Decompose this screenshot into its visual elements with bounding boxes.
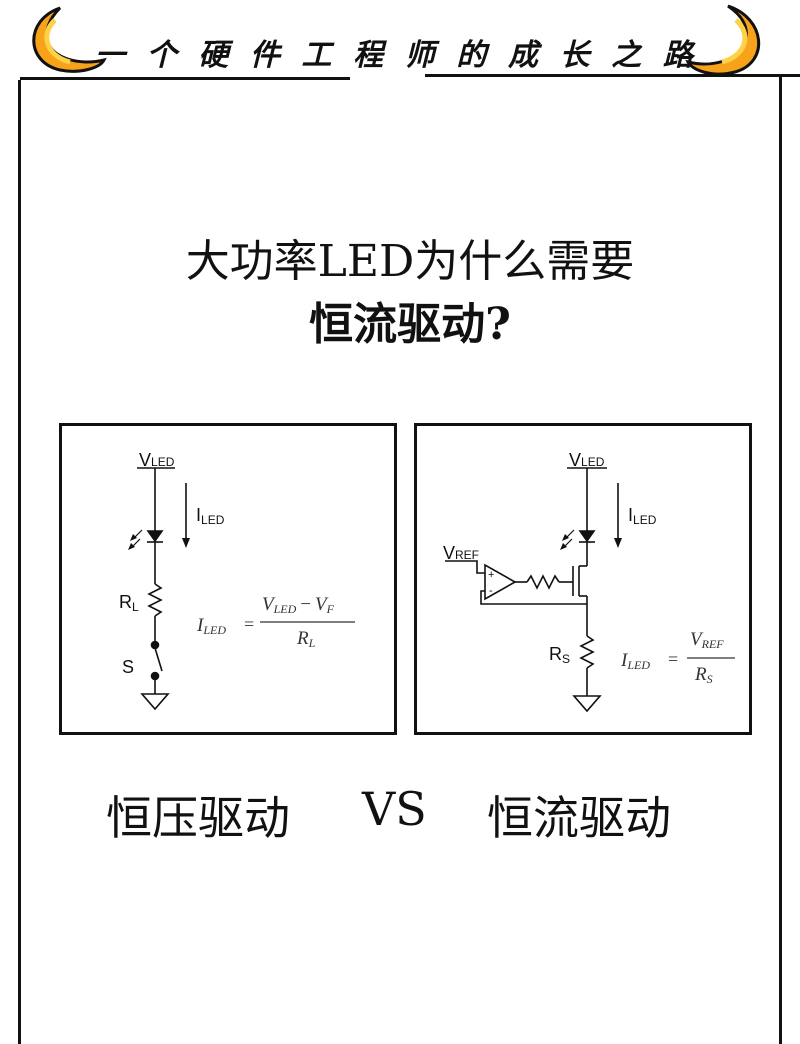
banner-char: 工 <box>301 38 334 73</box>
left-resistor-label: R <box>119 592 132 612</box>
svg-text:RS: RS <box>694 664 713 686</box>
banner-char: 的 <box>456 38 489 73</box>
right-eq-equals: = <box>668 649 678 669</box>
svg-text:ILED: ILED <box>628 505 657 527</box>
banner-char: 程 <box>353 38 386 73</box>
svg-text:RL: RL <box>296 628 316 650</box>
label-vs: VS <box>362 782 427 836</box>
svg-text:ILED: ILED <box>620 650 650 672</box>
svg-text:ILED: ILED <box>196 615 226 637</box>
banner-char: 之 <box>611 38 644 73</box>
banner-char: 硬 <box>198 38 231 73</box>
svg-text:ILED: ILED <box>196 505 225 527</box>
svg-text:RS: RS <box>549 644 570 666</box>
right-vled-label: V <box>569 450 581 470</box>
constant-voltage-circuit: VLED ILED RL S ILED = VLED−VF RL <box>119 450 355 711</box>
left-circuit-panel: VLED ILED RL S ILED = VLED−VF RL <box>59 423 397 735</box>
frame-top-left-line <box>20 77 350 80</box>
horn-decorations <box>32 4 761 76</box>
header-banner: 一个硬件工程师的成长之路 <box>0 0 800 80</box>
right-eq-den: R <box>694 664 707 685</box>
right-eq-num: V <box>690 629 704 650</box>
left-eq-den: R <box>296 628 309 649</box>
right-eq-lhs: I <box>620 650 629 671</box>
banner-char: 成 <box>508 38 540 73</box>
banner-title: 一个硬件工程师的成长之路 <box>95 32 695 73</box>
opamp-minus-label: - <box>489 585 493 597</box>
frame-right-line <box>779 77 782 1044</box>
left-vled-label: V <box>139 450 151 470</box>
banner-char: 师 <box>404 38 437 73</box>
banner-char: 一 <box>95 38 127 73</box>
frame-left-line <box>18 80 21 1044</box>
label-constant-voltage: 恒压驱动 <box>106 791 290 845</box>
page-title-line1: 大功率LED为什么需要 <box>185 236 635 287</box>
banner-char: 件 <box>249 38 282 73</box>
svg-text:VLED: VLED <box>139 450 175 470</box>
left-iled-label: I <box>196 505 201 525</box>
svg-text:VREF: VREF <box>690 629 724 651</box>
opamp-plus-label: + <box>488 569 494 581</box>
page-title-line2: 恒流驱动? <box>309 299 511 350</box>
constant-current-circuit: VLED ILED VREF + - RS ILED = VREF RS <box>443 450 735 713</box>
svg-text:VLED−VF: VLED−VF <box>262 594 335 616</box>
right-resistor-label: R <box>549 644 562 664</box>
left-switch-label: S <box>122 657 134 677</box>
svg-text:RL: RL <box>119 592 139 614</box>
left-eq-equals: = <box>244 614 254 634</box>
banner-char: 个 <box>146 38 179 73</box>
banner-char: 路 <box>662 38 695 73</box>
right-vref-label: V <box>443 543 455 563</box>
right-circuit-panel: VLED ILED VREF + - RS ILED = VREF RS <box>414 423 752 735</box>
frame-top-right-line <box>425 74 800 77</box>
left-eq-lhs: I <box>196 615 205 636</box>
svg-text:VLED: VLED <box>569 450 605 470</box>
svg-text:VREF: VREF <box>443 543 479 563</box>
left-eq-num-v1: V <box>262 594 276 615</box>
right-iled-label: I <box>628 505 633 525</box>
label-constant-current: 恒流驱动 <box>487 791 671 845</box>
banner-char: 长 <box>559 38 592 73</box>
